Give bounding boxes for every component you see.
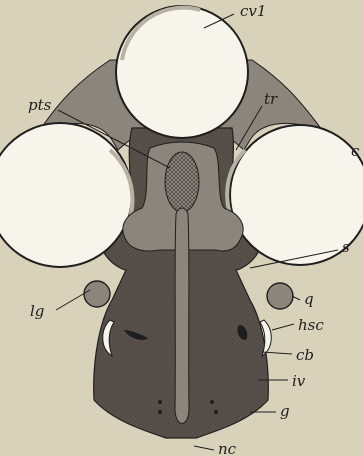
label-cv1: cv1: [240, 2, 266, 20]
quadrate-right: [267, 283, 293, 309]
notochord: [175, 208, 189, 424]
label-iv: iv: [292, 372, 306, 390]
label-s: s: [342, 238, 350, 256]
foramen-dot: [158, 410, 162, 414]
foramen-dot: [210, 400, 214, 404]
label-c: c: [351, 142, 360, 160]
foramen-dot: [214, 410, 218, 414]
label-pts: pts: [28, 96, 52, 114]
capsule-left: [0, 123, 132, 267]
label-lg: lg: [30, 302, 44, 320]
capsule-top: [116, 6, 248, 138]
label-g: g: [280, 402, 290, 420]
label-cb: cb: [296, 346, 314, 364]
label-nc: nc: [218, 440, 237, 456]
label-hsc: hsc: [298, 316, 324, 334]
label-q: q: [304, 290, 314, 308]
pituitary-space: [165, 152, 199, 212]
label-tr: tr: [264, 90, 278, 108]
foramen-dot: [158, 400, 162, 404]
quadrate-left: [84, 281, 110, 307]
